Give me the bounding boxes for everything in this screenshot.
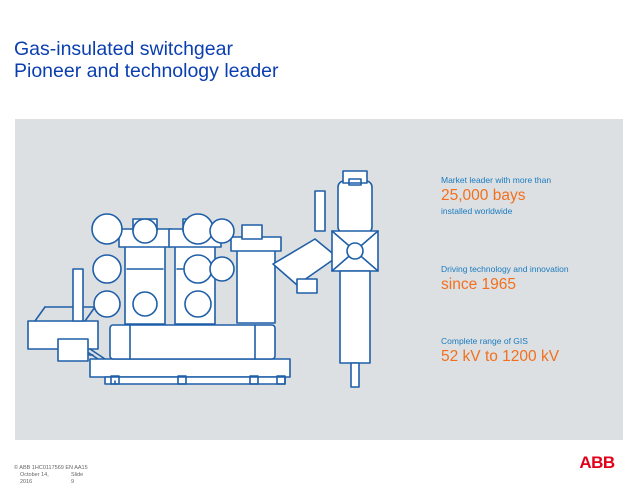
- stat-range-value: 52 kV to 1200 kV: [441, 348, 560, 365]
- cable-termination-module: [331, 170, 379, 388]
- stat-range: Complete range of GIS 52 kV to 1200 kV: [441, 336, 559, 367]
- gis-switchgear-drawing: [27, 170, 379, 388]
- slide-title-line-1: Gas-insulated switchgear: [14, 38, 233, 60]
- elbow-duct: [272, 238, 338, 286]
- content-panel: Market leader with more than 25,000 bays…: [15, 119, 623, 440]
- main-enclosure: [109, 324, 276, 360]
- footer-slide-number: Slide 9: [71, 472, 84, 485]
- stat-innovation: Driving technology and innovation since …: [441, 264, 569, 295]
- busbar-left: [57, 338, 89, 362]
- stat-bays-value: 25,000 bays: [441, 187, 526, 204]
- stat-bays-label: Market leader with more than: [441, 175, 552, 185]
- abb-logo-text: ABB: [579, 453, 615, 472]
- breaker-module-3: [230, 224, 282, 324]
- stat-bays-sub: installed worldwide: [441, 206, 513, 216]
- stat-bays: Market leader with more than 25,000 bays…: [441, 175, 551, 217]
- stat-innovation-value: since 1965: [441, 276, 516, 293]
- footer-copyright: © ABB 1HC0117569 EN AA15: [14, 465, 88, 471]
- base-frame: [89, 358, 291, 385]
- stat-range-label: Complete range of GIS: [441, 336, 528, 346]
- disconnector-cluster-left: [91, 213, 158, 318]
- disconnector-cluster-right: [182, 213, 235, 318]
- abb-logo: ABB: [579, 453, 615, 472]
- footer-date: October 14, 2016: [20, 472, 49, 485]
- slide-title-line-2: Pioneer and technology leader: [14, 60, 279, 82]
- stat-innovation-label: Driving technology and innovation: [441, 264, 569, 274]
- surge-arrester: [314, 190, 326, 232]
